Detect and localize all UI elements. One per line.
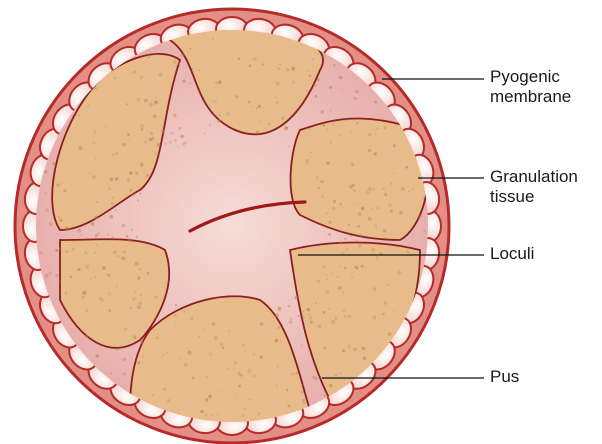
label-pus: Pus — [490, 367, 519, 387]
label-loculi: Loculi — [490, 244, 534, 264]
label-granulation-tissue: Granulation tissue — [490, 167, 578, 207]
label-pyogenic-membrane: Pyogenic membrane — [490, 67, 571, 107]
